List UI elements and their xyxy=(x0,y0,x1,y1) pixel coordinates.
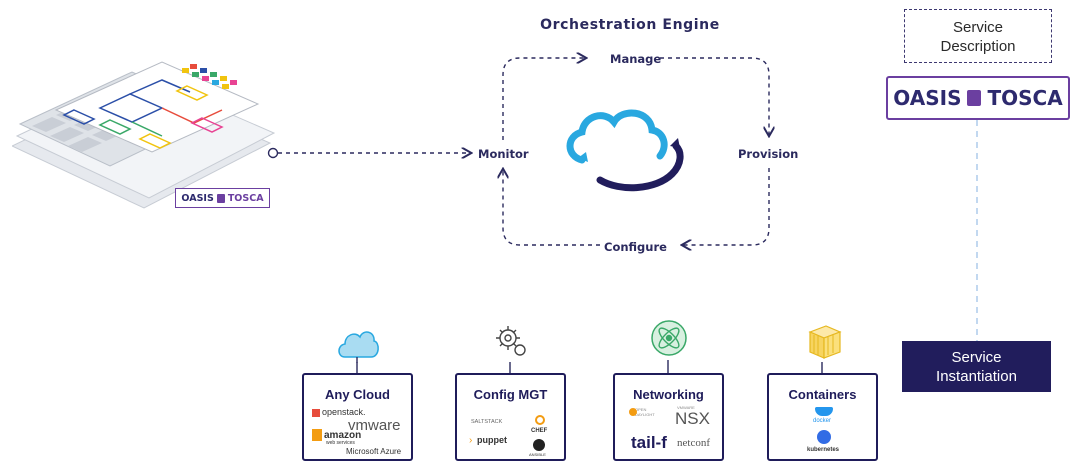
tosca-separator-icon xyxy=(216,193,225,203)
nsx-logo: NSX xyxy=(675,409,710,428)
amazon-logo: amazon xyxy=(324,430,362,441)
cycle-label-provision: Provision xyxy=(738,147,799,161)
networking-icon xyxy=(651,320,687,356)
cycle-arrow-configure-monitor xyxy=(503,170,600,246)
orchestration-title: Orchestration Engine xyxy=(540,17,720,33)
card-config-mgt: Config MGT SALTSTACK CHEF puppet ANSIBLE… xyxy=(455,373,566,461)
tosca-separator-icon xyxy=(967,90,982,106)
docker-whale-icon xyxy=(815,407,833,416)
aws-caption: web services xyxy=(326,440,355,446)
card-title: Containers xyxy=(788,387,857,402)
docker-logo: docker xyxy=(813,418,832,424)
kubernetes-logo: kubernetes xyxy=(807,447,840,453)
container-icon xyxy=(808,325,842,359)
cycle-label-monitor: Monitor xyxy=(478,147,529,161)
cycle-arrow-provision-configure xyxy=(683,168,770,245)
vmware-logo: vmware xyxy=(348,417,401,434)
chef-circle-icon xyxy=(535,415,545,425)
chef-logo: CHEF xyxy=(531,428,548,434)
service-instantiation-box: Service Instantiation xyxy=(902,341,1051,392)
ansible-logo: ANSIBLE xyxy=(529,452,546,457)
service-model-illustration xyxy=(12,61,276,209)
gear-icon xyxy=(496,326,526,356)
service-description-box: Service Description xyxy=(904,9,1052,63)
cycle-label-manage: Manage xyxy=(610,52,662,66)
cycle-arrow-monitor-manage xyxy=(502,58,585,140)
puppet-arrow-icon: › xyxy=(469,435,473,446)
netconf-logo: netconf xyxy=(677,437,710,449)
opendaylight-logo: OPEN DAYLIGHT xyxy=(635,407,655,417)
card-networking: Networking OPEN DAYLIGHT VMWARE NSX tail… xyxy=(613,373,724,461)
opendaylight-icon xyxy=(629,408,637,416)
azure-logo: Microsoft Azure xyxy=(346,447,402,456)
tail-f-logo: tail-f xyxy=(631,433,667,452)
saltstack-logo: SALTSTACK xyxy=(471,419,503,425)
aws-cube-icon xyxy=(312,429,322,441)
cycle-label-configure: Configure xyxy=(604,240,667,254)
card-title: Networking xyxy=(633,387,704,402)
card-title: Config MGT xyxy=(473,387,548,402)
kubernetes-wheel-icon xyxy=(817,430,831,444)
cloud-icon xyxy=(338,331,379,363)
vmware-nsx-caption: VMWARE xyxy=(677,405,695,410)
puppet-logo: puppet xyxy=(477,435,507,445)
card-any-cloud: Any Cloud openstack. vmware amazon web s… xyxy=(302,373,413,461)
openstack-logo: openstack. xyxy=(312,407,366,417)
ansible-circle-icon xyxy=(533,439,545,451)
cycle-arrow-manage-provision xyxy=(660,57,769,135)
orchestration-cloud-icon xyxy=(566,109,684,192)
card-containers: Containers docker kubernetes xyxy=(767,373,878,461)
card-title: Any Cloud xyxy=(325,387,390,402)
